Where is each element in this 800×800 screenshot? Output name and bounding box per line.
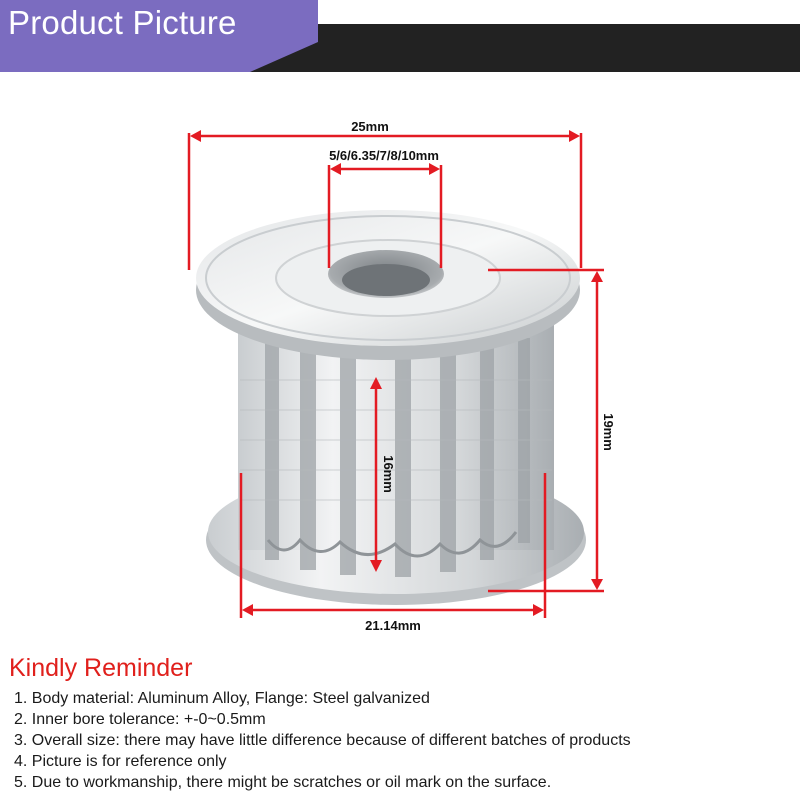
- page-title: Product Picture: [8, 4, 237, 41]
- header-background: [0, 0, 800, 72]
- reminder-title: Kindly Reminder: [9, 654, 193, 682]
- list-item: 4. Picture is for reference only: [14, 753, 227, 770]
- toothed-hub: [238, 320, 554, 577]
- list-item: 1. Body material: Aluminum Alloy, Flange…: [14, 690, 430, 707]
- dimension-lines: [187, 130, 604, 618]
- dim-label-flange-diameter: 25mm: [351, 119, 389, 134]
- pulley-drawing: 25mm 5/6/6.35/7/8/10mm 19mm 16mm 21.14mm: [187, 119, 616, 633]
- center-bore: [328, 250, 444, 298]
- list-item: 2. Inner bore tolerance: +-0~0.5mm: [14, 711, 266, 728]
- reminder-list: 1. Body material: Aluminum Alloy, Flange…: [14, 688, 631, 793]
- list-item: 3. Overall size: there may have little d…: [14, 732, 631, 749]
- dim-label-overall-height: 19mm: [601, 413, 616, 451]
- list-item: 5. Due to workmanship, there might be sc…: [14, 774, 552, 791]
- dim-label-bore-options: 5/6/6.35/7/8/10mm: [329, 148, 439, 163]
- header-banner: Product Picture: [0, 0, 800, 72]
- dim-label-bottom-diameter: 21.14mm: [365, 618, 421, 633]
- header-title-panel: [0, 0, 318, 72]
- product-picture: 25mm 5/6/6.35/7/8/10mm 19mm 16mm 21.14mm: [0, 72, 800, 644]
- dim-label-tooth-width: 16mm: [381, 455, 396, 493]
